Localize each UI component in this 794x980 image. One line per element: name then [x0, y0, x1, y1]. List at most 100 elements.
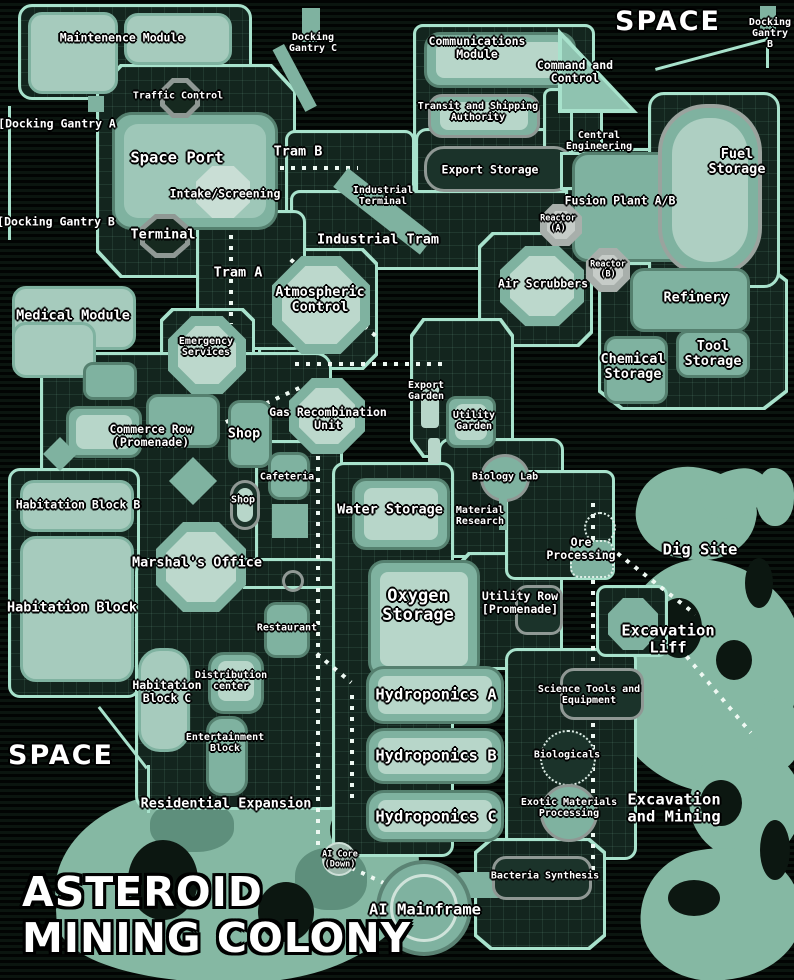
label-entertainment-block: Entertainment Block — [185, 731, 265, 754]
label-habitation-block-b: Habitation Block B — [15, 497, 141, 512]
room-commerce-a-inner — [76, 415, 132, 449]
label-commerce-row: Commerce Row (Promenade) — [109, 422, 193, 449]
label-bacteria-synthesis: Bacteria Synthesis — [490, 870, 600, 882]
room-entertainment — [206, 716, 248, 796]
label-medical-module: Medical Module — [16, 307, 130, 324]
label-communications-module: Communications Module — [428, 34, 526, 61]
maintenance-connector — [88, 96, 104, 112]
label-fuel-storage: Fuel Storage — [708, 145, 766, 177]
room-habitation-b — [20, 480, 134, 532]
label-chemical-storage: Chemical Storage — [600, 350, 666, 382]
label-hydroponics-a: Hydroponics A — [375, 685, 497, 704]
label-terminal: Terminal — [130, 226, 196, 243]
room-oxygen-inner — [380, 572, 468, 666]
label-hydroponics-b: Hydroponics B — [375, 746, 497, 765]
label-industrial-terminal: Industrial Terminal — [352, 184, 414, 207]
rock-hole — [716, 640, 752, 680]
label-restaurant: Restaurant — [256, 622, 318, 634]
cafeteria-annex — [272, 504, 308, 538]
shop-pill-inner — [237, 488, 253, 522]
room-hydroponics-c-inner — [378, 800, 492, 832]
ai-core-circle — [322, 842, 356, 876]
label-tram-b: Tram B — [273, 143, 323, 160]
industrial-tram-track — [295, 362, 445, 366]
garden-bed-small — [428, 438, 440, 464]
tram-a-track — [229, 224, 233, 324]
label-refinery: Refinery — [663, 289, 729, 306]
rock-hole — [745, 558, 773, 608]
label-space-top: SPACE — [615, 5, 721, 37]
room-bacteria-synthesis — [492, 856, 592, 900]
traffic-control-octagon — [160, 78, 200, 118]
label-utility-garden: Utility Garden — [452, 409, 496, 432]
label-utility-row: Utility Row [Promenade] — [481, 589, 559, 616]
label-ai-core: AI Core (Down) — [322, 849, 358, 869]
label-water-storage: Water Storage — [337, 501, 443, 518]
room-communications-inner — [436, 42, 564, 78]
label-command-control: Command and Control — [536, 58, 614, 85]
label-space-bottom: SPACE — [8, 739, 114, 771]
label-maintenence-module: Maintenence Module — [59, 30, 185, 45]
room-tool-storage — [676, 330, 750, 378]
label-ai-mainframe: AI Mainframe — [369, 900, 481, 919]
room-cafeteria — [268, 452, 310, 500]
rock-hole — [760, 820, 790, 880]
docking-gantry-b-arm — [760, 6, 776, 36]
terminal-octagon — [140, 214, 190, 258]
rock-hole — [700, 780, 742, 826]
room-habitation-c — [138, 648, 190, 752]
label-central-engineering: Central Engineering — [565, 129, 633, 152]
label-transit-shipping: Transit and Shipping Authority — [417, 100, 539, 123]
label-hydroponics-c: Hydroponics C — [375, 807, 497, 826]
label-biologicals: Biologicals — [533, 749, 601, 761]
room-chemical-storage — [604, 336, 668, 404]
rock-hole — [668, 880, 720, 916]
room-utility-row — [515, 585, 563, 635]
label-docking-gantry-b-top: Docking Gantry B — [748, 17, 792, 51]
room-utility-garden-inner — [455, 404, 487, 440]
room-restaurant — [264, 602, 310, 658]
room-medical-b — [12, 322, 96, 378]
label-distribution-center: Distribution center — [194, 669, 268, 692]
excavation-lift-octagon — [608, 598, 658, 650]
label-reactor-a: Reactor (A) — [540, 213, 576, 233]
ore-processing-pad — [570, 540, 614, 578]
comms-engineering-corridor — [570, 86, 573, 148]
label-shop-small: Shop — [230, 494, 256, 506]
label-tram-a: Tram A — [213, 264, 263, 281]
rock-blob — [756, 468, 794, 526]
label-reactor-b: Reactor (B) — [590, 259, 626, 279]
material-research-bar — [499, 494, 507, 530]
label-science-tools: Science Tools and Equipment — [537, 683, 641, 706]
label-dig-site: Dig Site — [662, 540, 738, 559]
label-material-research: Material Research — [455, 504, 505, 527]
label-air-scrubbers: Air Scrubbers — [497, 276, 589, 291]
room-fuel-inner — [672, 118, 748, 262]
label-habitation-block: Habitation Block — [6, 599, 138, 616]
rock-blob — [756, 698, 794, 770]
biologicals-circle — [540, 730, 596, 786]
air-scrubbers-octagon — [500, 246, 584, 326]
label-atmospheric-control: Atmospheric Control — [275, 283, 365, 315]
promenade-track — [316, 445, 320, 845]
docking-gantry-c-arm — [302, 8, 320, 42]
label-habitation-block-c: Habitation Block C — [132, 678, 202, 705]
label-tool-storage: Tool Storage — [684, 337, 742, 369]
room-hydroponics-b-inner — [378, 738, 492, 774]
emergency-octagon — [168, 316, 246, 394]
label-excavation-mining: Excavation and Mining — [627, 790, 721, 826]
label-oxygen-storage: Oxygen Storage — [382, 585, 454, 625]
label-biology-lab: Biology Lab — [471, 471, 539, 483]
label-gas-recombination: Gas Recombination Unit — [269, 405, 387, 432]
label-marshals-office: Marshal's Office — [131, 554, 263, 571]
label-cafeteria: Cafeteria — [259, 471, 315, 483]
label-excavation-lift: Excavation Liff — [621, 621, 715, 657]
room-commerce-b — [146, 394, 220, 448]
rock-hole — [128, 840, 198, 920]
room-distribution-inner — [218, 661, 254, 701]
label-traffic-control: Traffic Control — [132, 90, 224, 102]
room-maintenance-a — [28, 12, 118, 94]
label-docking-gantry-c: Docking Gantry C — [288, 31, 338, 54]
gas-recomb-octagon — [289, 378, 365, 454]
